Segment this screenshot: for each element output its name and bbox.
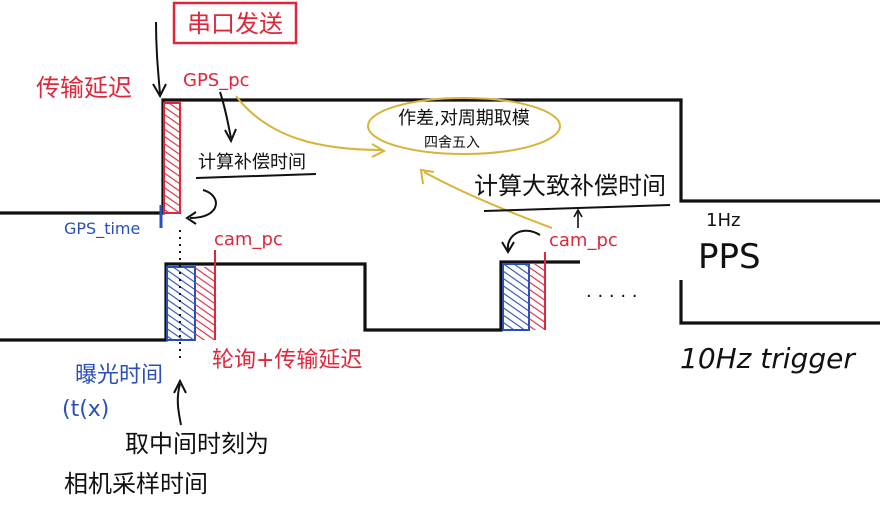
poll-delay-hatch-1 bbox=[195, 267, 215, 340]
ellipsis: · · · · · bbox=[586, 286, 638, 307]
mid-time-line2: 相机采样时间 bbox=[64, 470, 208, 498]
diff-note-line1: 作差,对周期取模 bbox=[398, 108, 530, 129]
yellow-arrow-right bbox=[423, 171, 553, 229]
gps-time-label: GPS_time bbox=[64, 219, 140, 239]
mid-time-line1: 取中间时刻为 bbox=[125, 430, 269, 458]
poll-delay-label: 轮询+传输延迟 bbox=[212, 348, 362, 373]
gps-pc-label: GPS_pc bbox=[183, 70, 250, 91]
transmission-delay-hatch bbox=[164, 103, 180, 213]
cam-pc-label-2: cam_pc bbox=[549, 230, 618, 251]
diff-note-line2: 四舍五入 bbox=[424, 135, 480, 151]
yellow-arrow-left bbox=[235, 95, 383, 151]
mid-time-arrow bbox=[176, 383, 182, 426]
pps-rate-label: 1Hz bbox=[706, 210, 740, 231]
exposure-time-label: 曝光时间 bbox=[75, 363, 163, 388]
curl-arrow-2 bbox=[506, 229, 541, 251]
serial-send-label: 串口发送 bbox=[187, 10, 283, 38]
trigger-label: 10Hz trigger bbox=[680, 342, 856, 375]
trigger-waveform-2 bbox=[679, 280, 880, 325]
exposure-symbol: (t(x) bbox=[62, 397, 109, 422]
pps-label: PPS bbox=[698, 237, 761, 277]
exposure-hatch-2 bbox=[503, 264, 529, 330]
diff-note-ellipse bbox=[367, 97, 561, 155]
gps-pc-arrow bbox=[219, 91, 232, 139]
cam-pc-label-1: cam_pc bbox=[214, 229, 283, 250]
transmission-delay-label: 传输延迟 bbox=[36, 74, 132, 102]
compute-comp-label: 计算补偿时间 bbox=[198, 152, 306, 173]
serial-arrow bbox=[155, 21, 161, 95]
compute-large-comp-label: 计算大致补偿时间 bbox=[474, 172, 666, 200]
curl-arrow-1 bbox=[189, 189, 217, 219]
serial-send-box bbox=[172, 1, 298, 45]
poll-delay-hatch-2 bbox=[529, 264, 545, 330]
trigger-waveform-1 bbox=[0, 260, 580, 342]
